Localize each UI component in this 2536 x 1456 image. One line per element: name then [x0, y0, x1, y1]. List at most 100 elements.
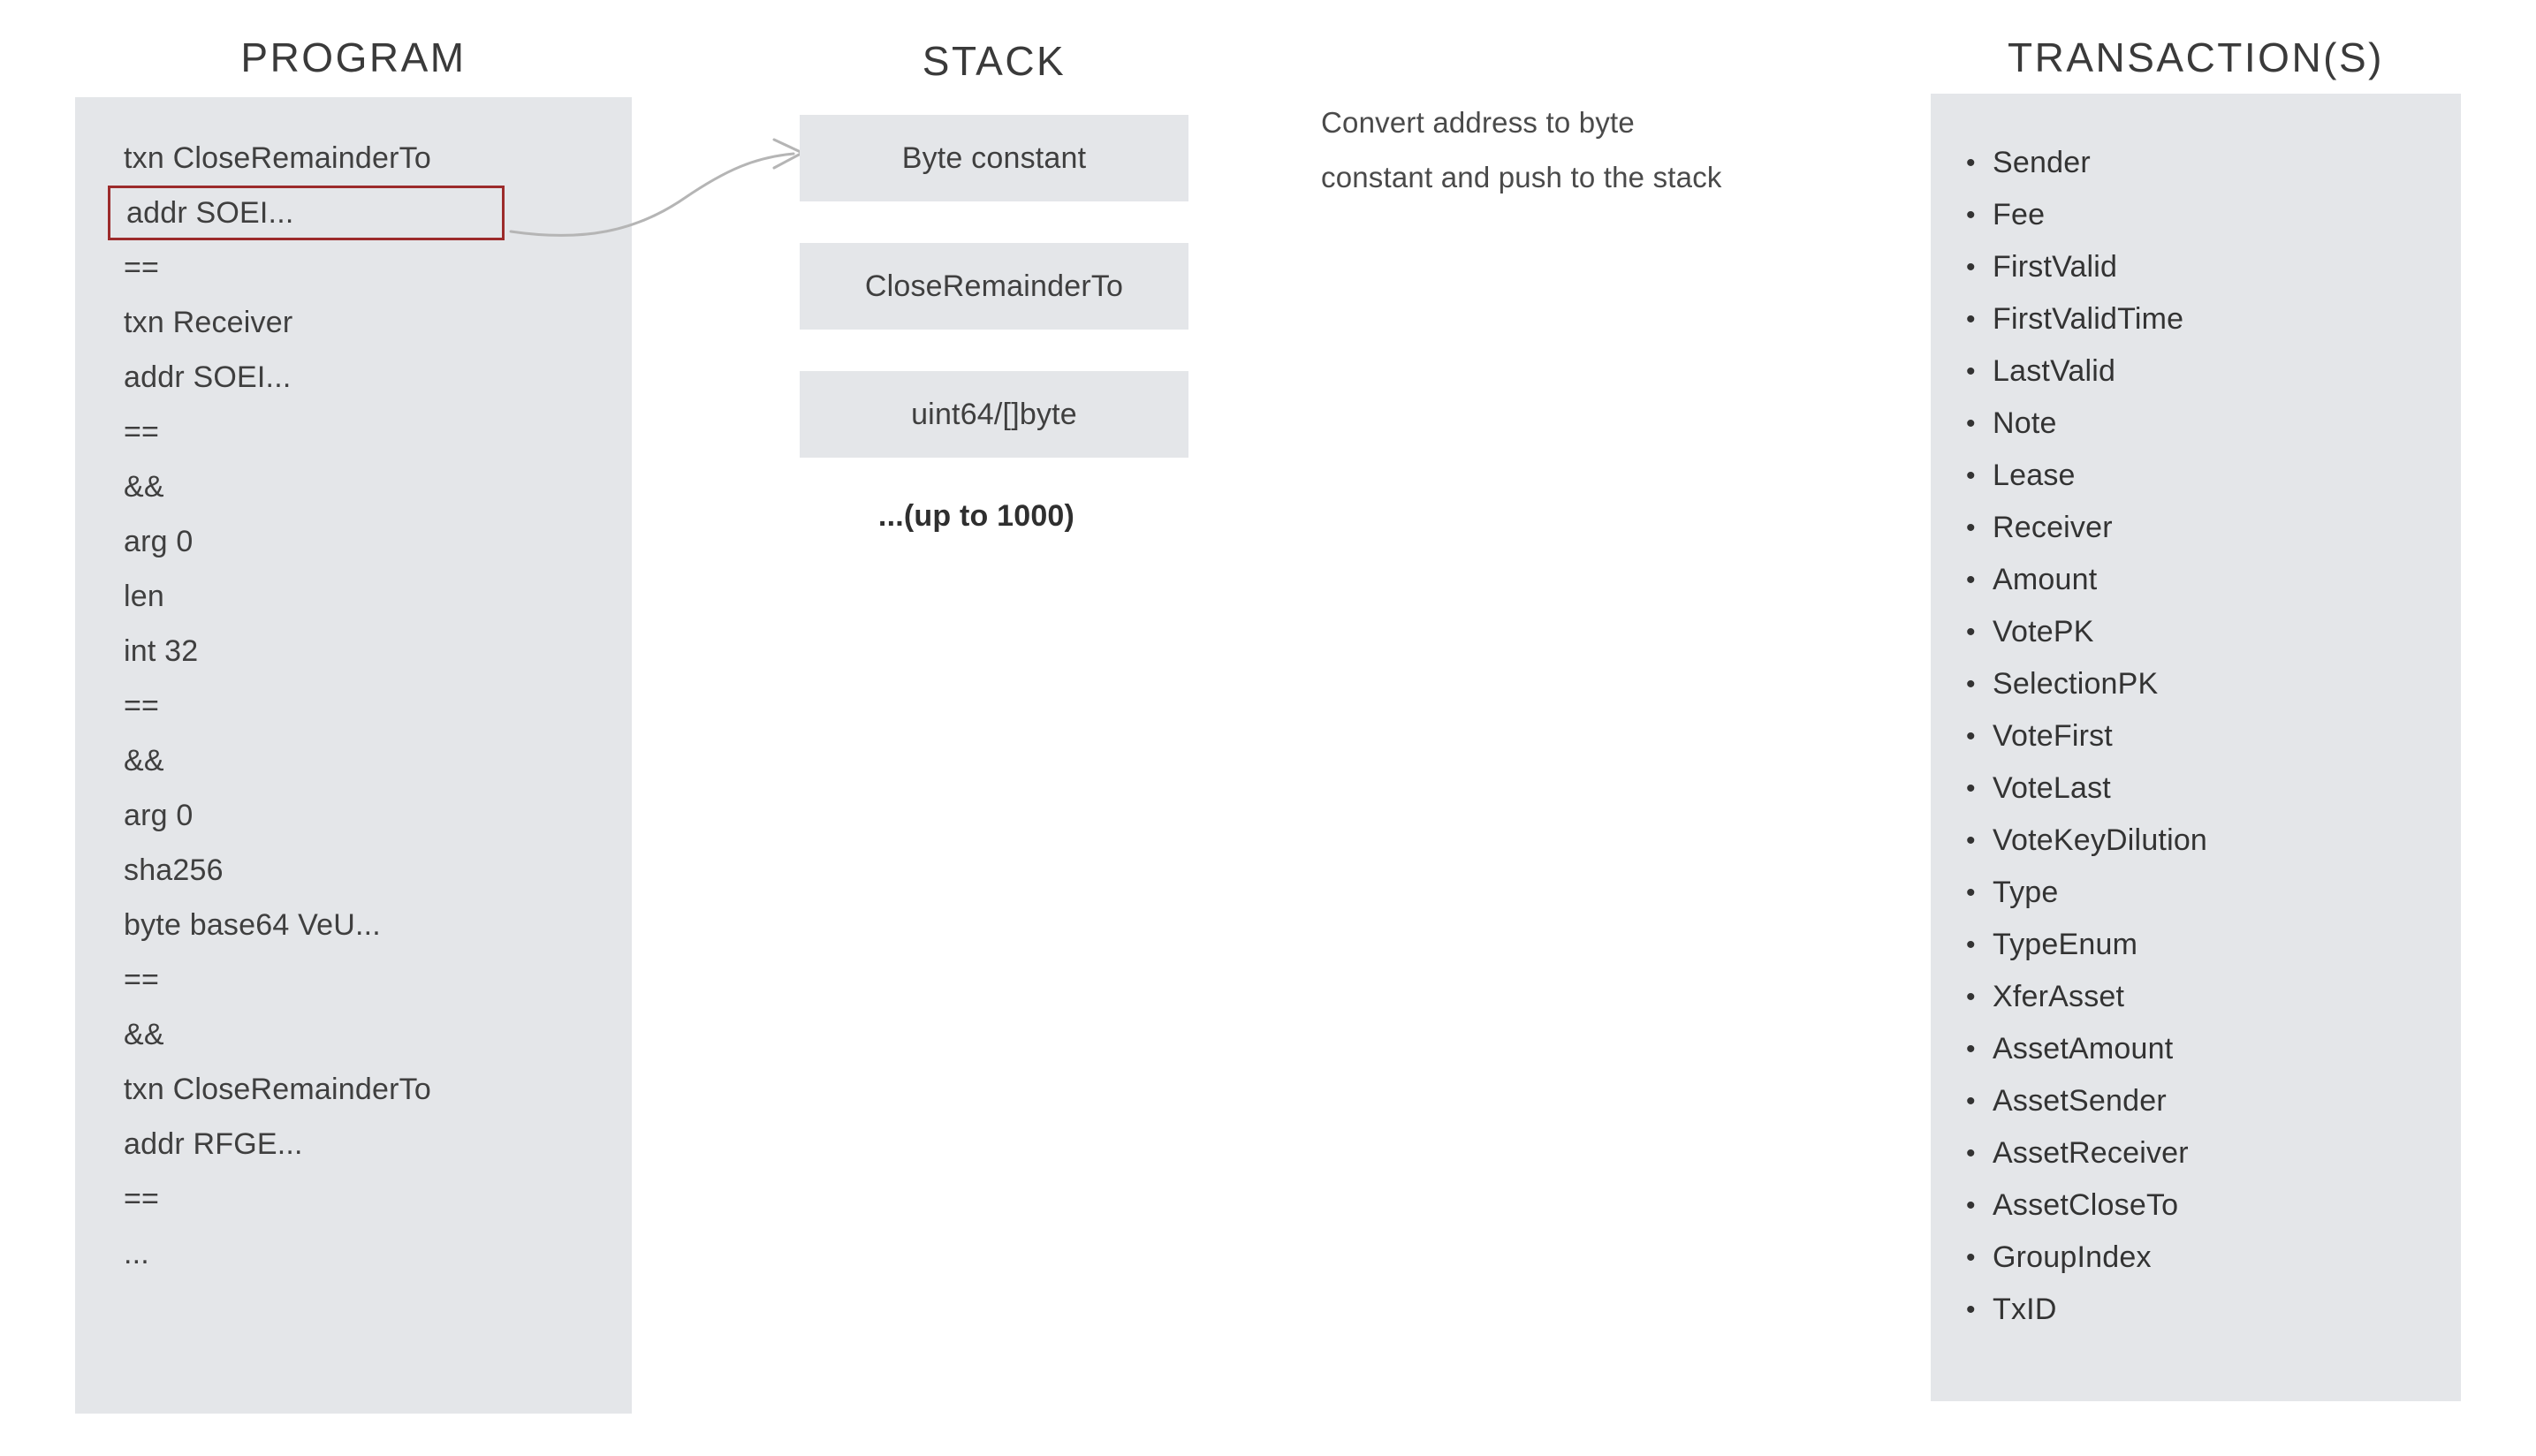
transaction-field-item: • TxID: [1966, 1284, 2443, 1336]
program-line: addr RFGE...: [124, 1127, 303, 1161]
bullet-icon: •: [1966, 826, 1976, 855]
program-line: txn CloseRemainderTo: [124, 1073, 431, 1106]
transaction-field-item: • VoteKeyDilution: [1966, 815, 2443, 867]
bullet-icon: •: [1966, 409, 1976, 438]
program-line: arg 0: [124, 525, 194, 558]
transaction-field-label: VotePK: [1993, 615, 2094, 648]
stack-overflow-label: ...(up to 1000): [877, 499, 1075, 533]
bullet-icon: •: [1966, 461, 1976, 490]
transaction-field-label: Amount: [1993, 563, 2098, 596]
program-line: txn CloseRemainderTo: [124, 141, 431, 175]
transaction-field-label: XferAsset: [1993, 980, 2125, 1013]
program-line: byte base64 VeU...: [124, 908, 381, 942]
bullet-icon: •: [1966, 357, 1976, 386]
bullet-icon: •: [1966, 305, 1976, 334]
bullet-icon: •: [1966, 513, 1976, 542]
annotation-caption: Convert address to byte constant and pus…: [1321, 95, 1816, 205]
program-line: int 32: [124, 634, 199, 668]
bullet-icon: •: [1966, 1191, 1976, 1220]
transaction-field-item: • AssetAmount: [1966, 1023, 2443, 1075]
transaction-field-label: GroupIndex: [1993, 1240, 2152, 1274]
transaction-field-item: • Receiver: [1966, 502, 2443, 554]
program-line: addr SOEI...: [124, 360, 292, 394]
stack-item: uint64/[]byte: [800, 371, 1188, 458]
transaction-field-label: VoteKeyDilution: [1993, 823, 2208, 857]
transaction-field-label: TypeEnum: [1993, 928, 2138, 961]
transaction-field-label: Lease: [1993, 459, 2076, 492]
transaction-field-item: • FirstValidTime: [1966, 293, 2443, 345]
program-line: arg 0: [124, 799, 194, 832]
transaction-field-item: • VotePK: [1966, 606, 2443, 658]
transaction-field-item: • LastValid: [1966, 345, 2443, 398]
transaction-field-label: FirstValid: [1993, 250, 2118, 284]
program-line: &&: [124, 470, 164, 504]
program-line: &&: [124, 1018, 164, 1051]
transaction-field-label: AssetReceiver: [1993, 1136, 2189, 1170]
bullet-icon: •: [1966, 253, 1976, 282]
transaction-field-label: Fee: [1993, 198, 2046, 231]
transaction-field-item: • TypeEnum: [1966, 919, 2443, 971]
annotation-caption-line: constant and push to the stack: [1321, 161, 1722, 193]
transaction-field-list: •Sender•Fee•FirstValid•FirstValidTime•La…: [1966, 137, 2443, 1336]
bullet-icon: •: [1966, 774, 1976, 803]
transaction-field-label: AssetSender: [1993, 1084, 2167, 1118]
bullet-icon: •: [1966, 565, 1976, 595]
transaction-field-label: AssetAmount: [1993, 1032, 2174, 1065]
program-line: &&: [124, 744, 164, 777]
stack-column-title: STACK: [922, 38, 1067, 84]
bullet-icon: •: [1966, 1139, 1976, 1168]
bullet-icon: •: [1966, 982, 1976, 1012]
bullet-icon: •: [1966, 722, 1976, 751]
transaction-field-label: Sender: [1993, 146, 2091, 179]
program-line: ==: [124, 251, 160, 284]
transaction-field-item: • AssetSender: [1966, 1075, 2443, 1127]
annotation-caption-line: Convert address to byte: [1321, 106, 1635, 139]
stack-item: CloseRemainderTo: [800, 243, 1188, 330]
transaction-field-item: •Sender: [1966, 137, 2443, 189]
transaction-field-item: • GroupIndex: [1966, 1232, 2443, 1284]
program-line: ==: [124, 415, 160, 449]
bullet-icon: •: [1966, 878, 1976, 907]
program-column-title: PROGRAM: [240, 34, 467, 80]
transaction-field-label: TxID: [1993, 1293, 2057, 1326]
transaction-field-item: • XferAsset: [1966, 971, 2443, 1023]
bullet-icon: •: [1966, 618, 1976, 647]
transaction-field-item: •SelectionPK: [1966, 658, 2443, 710]
program-line: len: [124, 580, 164, 613]
transaction-field-item: • Note: [1966, 398, 2443, 450]
program-line: txn Receiver: [124, 306, 293, 339]
transaction-field-label: Receiver: [1993, 511, 2113, 544]
transaction-field-item: • AssetReceiver: [1966, 1127, 2443, 1179]
program-panel: txn CloseRemainderTo addr SOEI... == txn Re…: [75, 97, 632, 1414]
stack-item: Byte constant: [800, 115, 1188, 201]
bullet-icon: •: [1966, 1243, 1976, 1272]
bullet-icon: •: [1966, 1035, 1976, 1064]
program-line: sha256: [124, 853, 224, 887]
transaction-field-label: LastValid: [1993, 354, 2116, 388]
transaction-field-item: • AssetCloseTo: [1966, 1179, 2443, 1232]
transaction-field-label: VoteFirst: [1993, 719, 2113, 753]
transaction-field-item: • Fee: [1966, 189, 2443, 241]
transaction-field-item: • VoteFirst: [1966, 710, 2443, 762]
bullet-icon: •: [1966, 1295, 1976, 1324]
transaction-field-item: • Amount: [1966, 554, 2443, 606]
transaction-field-item: • Type: [1966, 867, 2443, 919]
bullet-icon: •: [1966, 930, 1976, 959]
transaction-field-label: Note: [1993, 406, 2057, 440]
program-line: ...: [124, 1237, 149, 1270]
transaction-field-label: AssetCloseTo: [1993, 1188, 2179, 1222]
transaction-field-item: •VoteLast: [1966, 762, 2443, 815]
transaction-field-item: • FirstValid: [1966, 241, 2443, 293]
transaction-field-label: FirstValidTime: [1993, 302, 2184, 336]
bullet-icon: •: [1966, 201, 1976, 230]
program-line: ==: [124, 1182, 160, 1216]
bullet-icon: •: [1966, 1087, 1976, 1116]
program-line: ==: [124, 963, 160, 997]
transaction-field-item: • Lease: [1966, 450, 2443, 502]
bullet-icon: •: [1966, 670, 1976, 699]
transaction-field-label: Type: [1993, 876, 2059, 909]
transactions-column-title: TRANSACTION(S): [2008, 34, 2384, 80]
transactions-panel: [1931, 94, 2461, 1401]
program-line-highlighted: addr SOEI...: [108, 186, 505, 240]
